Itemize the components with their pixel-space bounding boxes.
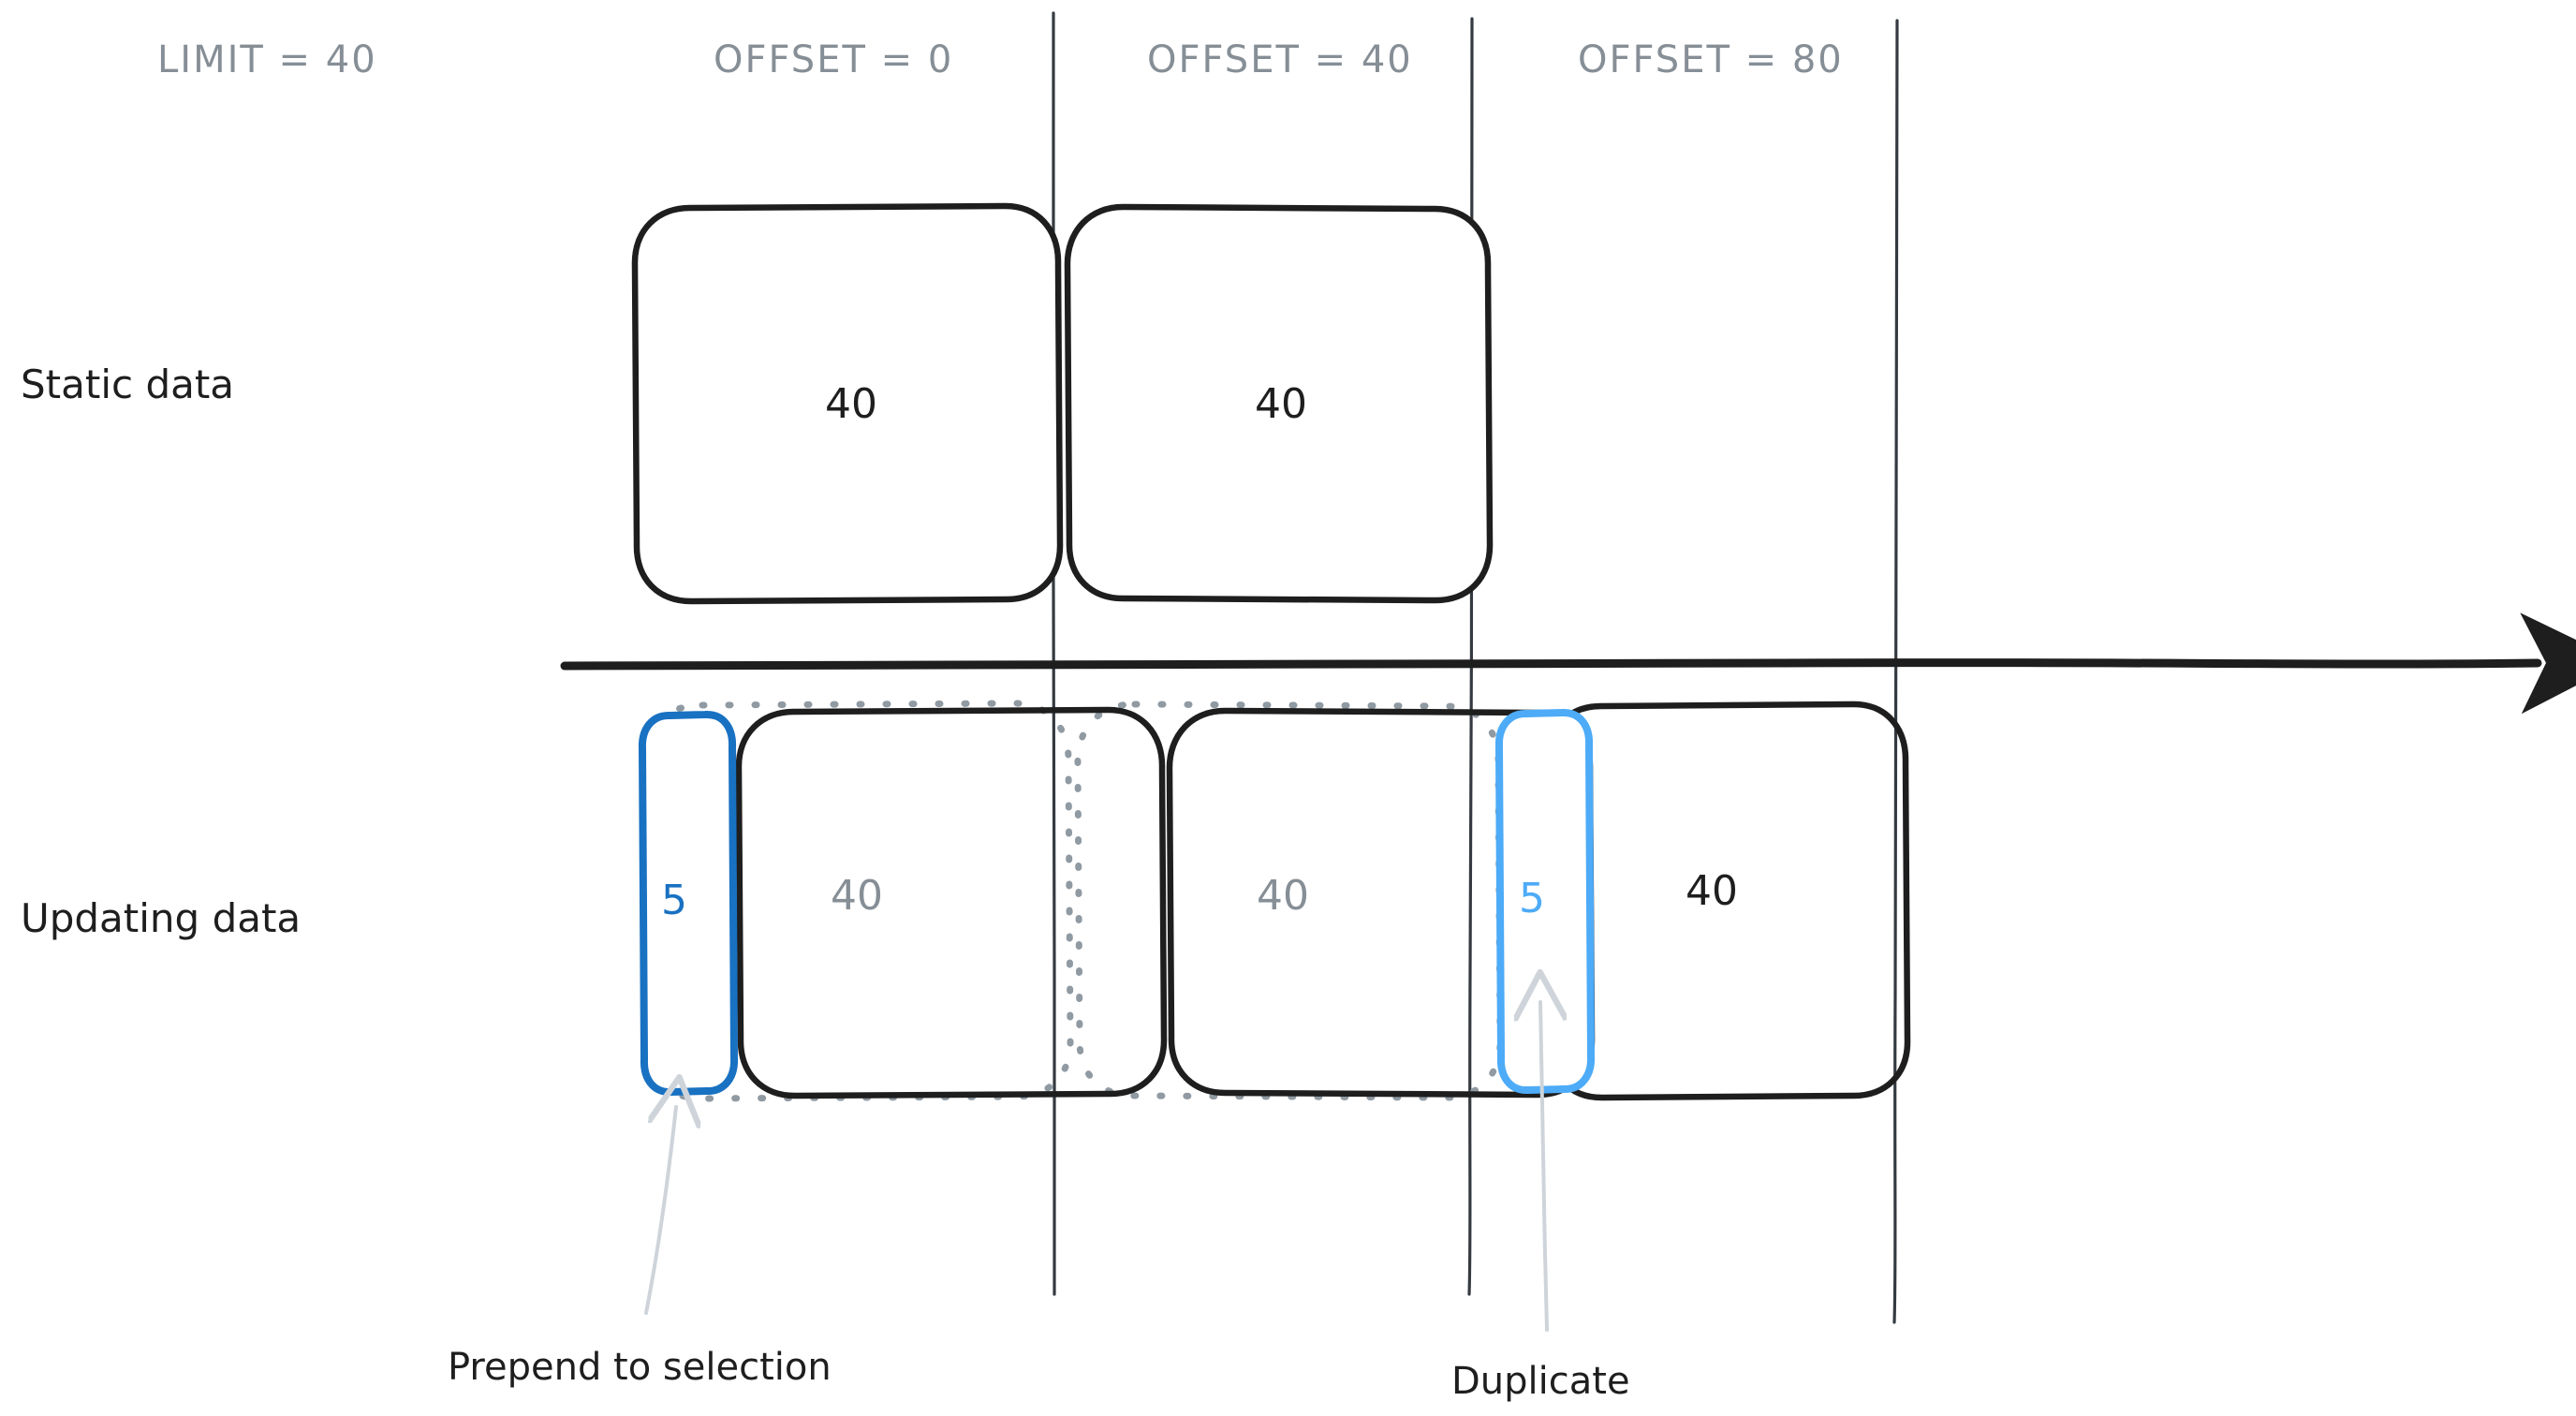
header-limit: LIMIT = 40: [157, 38, 377, 81]
updating-page-1-value: 40: [831, 872, 883, 920]
timeline-arrow: [560, 612, 2576, 715]
insert-prepend-value: 5: [661, 877, 687, 924]
static-row-boxes: [631, 202, 1494, 605]
prepend-annotation-label: Prepend to selection: [448, 1346, 832, 1389]
updating-row-ghost-boxes: [641, 700, 1504, 1102]
prepend-annotation-arrow: [644, 1107, 676, 1315]
static-page-1-outline: [631, 202, 1064, 605]
row-label-static-data: Static data: [21, 361, 235, 407]
ghost-page-2-outline: [1074, 701, 1504, 1101]
ghost-page-1-outline: [641, 700, 1074, 1102]
insert-duplicate-outline: [1494, 709, 1596, 1094]
divider-line-1: [1052, 11, 1056, 1296]
static-page-2-outline: [1064, 203, 1494, 604]
static-page-1-value: 40: [825, 380, 877, 428]
divider-line-2: [1467, 17, 1474, 1296]
header-offset-40: OFFSET = 40: [1147, 38, 1413, 81]
divider-line-3: [1892, 19, 1899, 1324]
updating-page-2-value: 40: [1257, 872, 1309, 920]
annotation-arrows: [644, 1002, 1547, 1332]
updating-row-inserts: [638, 709, 1596, 1096]
updating-page-1-outline: [735, 706, 1168, 1099]
insert-duplicate-value: 5: [1519, 875, 1545, 922]
static-page-2-value: 40: [1255, 380, 1307, 428]
updating-page-3-value: 40: [1685, 867, 1738, 915]
duplicate-annotation-label: Duplicate: [1451, 1360, 1630, 1403]
row-label-updating-data: Updating data: [21, 895, 302, 941]
duplicate-annotation-arrow: [1540, 1002, 1547, 1332]
insert-prepend-outline: [638, 711, 739, 1096]
header-offset-0: OFFSET = 0: [714, 38, 954, 81]
header-offset-80: OFFSET = 80: [1578, 38, 1844, 81]
